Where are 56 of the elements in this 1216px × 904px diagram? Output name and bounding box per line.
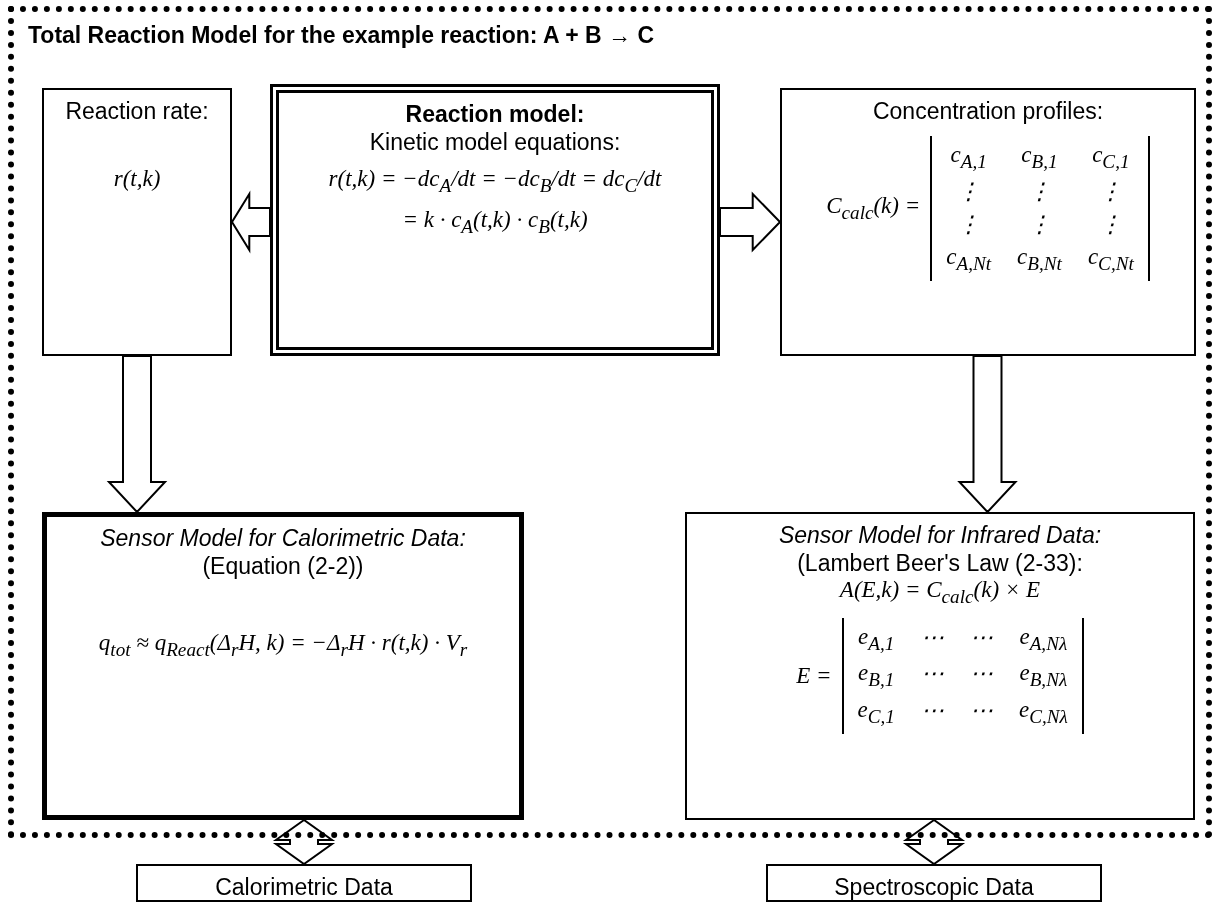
block-arrow <box>106 355 168 514</box>
model-frame <box>8 6 1212 838</box>
matrix-entry: ⋮ <box>1098 211 1124 239</box>
matrix-entry: ⋯ <box>920 660 944 689</box>
matrix-entry: c$_{B,1}$ <box>1020 141 1059 173</box>
equation: r(t,k) <box>113 165 161 192</box>
matrix-entry: ⋮ <box>956 211 982 239</box>
box-heading: Sensor Model for Calorimetric Data: <box>100 525 466 553</box>
block-arrow <box>719 191 782 253</box>
matrix-entry: ⋮ <box>1098 178 1124 206</box>
process-box <box>270 84 720 356</box>
block-arrow <box>230 190 271 254</box>
block-arrow <box>957 355 1018 514</box>
matrix-entry: e$_{A,1}$ <box>857 623 895 655</box>
matrix-entry: ⋯ <box>920 696 944 725</box>
box-heading: Reaction model: <box>405 101 585 129</box>
matrix-entry: ⋮ <box>1027 178 1052 206</box>
matrix-entry: e$_{C,Nλ}$ <box>1018 696 1068 728</box>
process-box <box>42 512 524 820</box>
block-arrow <box>902 818 966 866</box>
frame-heading: Total Reaction Model for the example reaction: A + B → C <box>28 22 654 50</box>
matrix-entry: e$_{B,1}$ <box>857 660 895 691</box>
matrix-entry: e$_{A,Nλ}$ <box>1018 623 1068 655</box>
box-label: Calorimetric Data <box>215 874 393 902</box>
process-box <box>780 88 1196 356</box>
equation: = k · c$_{A}$(t,k) · c$_{B}$(t,k) <box>402 206 588 238</box>
data-box <box>136 864 472 902</box>
matrix-entry: c$_{C,Nt}$ <box>1087 244 1134 275</box>
box-subheading: (Lambert Beer's Law (2-33): <box>797 549 1083 578</box>
matrix-entry: c$_{A,1}$ <box>949 141 988 173</box>
matrix-entry: e$_{B,Nλ}$ <box>1018 660 1068 691</box>
process-box <box>42 88 232 356</box>
matrix-entry: ⋮ <box>1027 211 1052 239</box>
matrix-entry: ⋯ <box>969 696 993 725</box>
block-arrow <box>272 818 336 866</box>
process-box <box>685 512 1195 820</box>
matrix-entry: c$_{B,Nt}$ <box>1017 244 1062 275</box>
matrix-entry: ⋯ <box>920 623 944 652</box>
equation: q$_{tot}$ ≈ q$_{React}$(Δ$_{r}$H, k) = −Δ$_{r}$H · r(t,k) · V$_{r}$ <box>98 630 468 661</box>
box-heading: Reaction rate: <box>65 98 209 126</box>
matrix-entry: c$_{A,Nt}$ <box>946 244 992 275</box>
matrix-entry: ⋮ <box>956 178 982 206</box>
box-subheading: Kinetic model equations: <box>369 128 621 157</box>
matrix-entry: ⋯ <box>969 660 993 689</box>
box-heading: Concentration profiles: <box>872 98 1104 126</box>
equation: C$_{calc}$(k) = <box>826 192 921 224</box>
data-box <box>766 864 1102 902</box>
equation: E = <box>796 662 832 689</box>
matrix-entry: ⋯ <box>969 623 993 652</box>
box-subheading: (Equation (2-2)) <box>202 552 364 581</box>
equation: A(E,k) = C$_{calc}$(k) × E <box>839 577 1041 608</box>
matrix-entry: e$_{C,1}$ <box>857 696 895 728</box>
matrix-entry: c$_{C,1}$ <box>1091 141 1131 173</box>
equation: r(t,k) = −dc$_{A}$/dt = −dc$_{B}$/dt = dc$_{C}$/dt <box>328 166 662 197</box>
box-heading: Sensor Model for Infrared Data: <box>778 522 1102 550</box>
box-label: Spectroscopic Data <box>834 874 1034 902</box>
